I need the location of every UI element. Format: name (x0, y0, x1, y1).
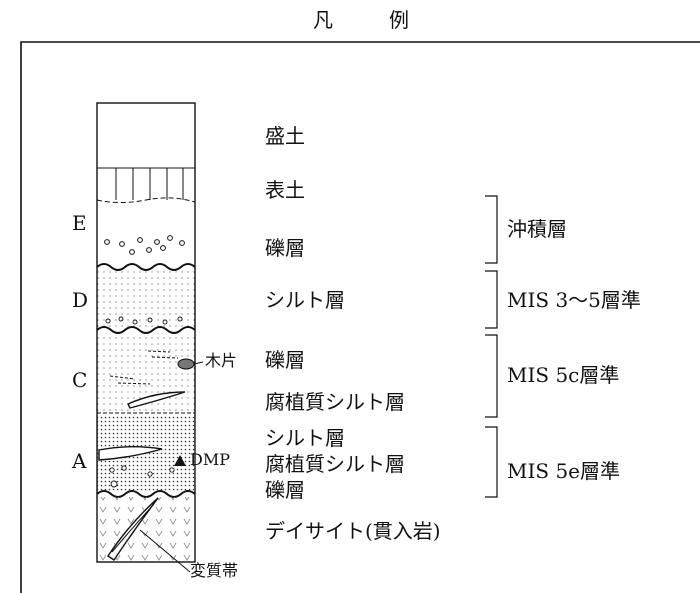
label-fill: 盛土 (265, 124, 305, 148)
group-label-mis-3-5: MIS 3〜5層準 (507, 288, 641, 312)
group-label-mis-5c: MIS 5c層準 (507, 363, 620, 387)
group-label-mis-5e: MIS 5e層準 (507, 459, 620, 483)
gravel-e-clasts (104, 235, 185, 255)
annotation-alteration-zone: 変質帯 (190, 561, 239, 580)
label-gravel-e: 礫層 (265, 236, 305, 260)
fill-layer (97, 103, 195, 168)
unit-label-a: A (72, 449, 87, 473)
gravel-a-clasts (109, 465, 175, 488)
unconformity-e-d (96, 263, 196, 271)
silt-d-layer (97, 270, 195, 328)
alteration-zone-leader (139, 529, 191, 573)
stratigraphic-column (96, 102, 196, 563)
legend-frame (20, 41, 700, 593)
annotation-dmp: DMP (190, 450, 230, 469)
bracket-mis-5c (485, 334, 498, 418)
label-dacite: デイサイト(貫入岩) (265, 519, 441, 543)
wood-piece-marker (177, 358, 195, 370)
label-silt-a: シルト層 (265, 426, 345, 450)
unit-label-e: E (72, 211, 87, 235)
label-silt-d: シルト層 (265, 288, 345, 312)
legend-title: 凡 例 (313, 8, 427, 32)
dmp-marker (174, 455, 186, 466)
bracket-mis-3-5 (485, 270, 498, 329)
label-humic-silt-c: 腐植質シルト層 (265, 390, 405, 414)
humic-silt-c-lens (127, 391, 186, 409)
bracket-mis-5e (485, 426, 498, 498)
label-humic-silt-a: 腐植質シルト層 (265, 452, 405, 476)
humic-silt-a-lens (98, 446, 163, 461)
unit-label-d: D (72, 288, 89, 312)
unit-label-c: C (72, 368, 88, 392)
gravel-d-base (105, 316, 183, 325)
annotation-wood-piece: 木片 (205, 351, 238, 370)
group-brackets (485, 195, 498, 498)
wood-fragments (109, 350, 179, 385)
group-label-alluvium: 沖積層 (507, 217, 567, 241)
alteration-zone-inner (111, 503, 155, 553)
topsoil-hatch (97, 167, 195, 200)
label-topsoil: 表土 (265, 178, 305, 202)
topsoil-layer (97, 168, 195, 203)
label-gravel-c: 礫層 (265, 348, 305, 372)
label-gravel-a: 礫層 (265, 478, 305, 502)
bracket-alluvium (485, 195, 498, 264)
topsoil-base-line (96, 197, 196, 203)
